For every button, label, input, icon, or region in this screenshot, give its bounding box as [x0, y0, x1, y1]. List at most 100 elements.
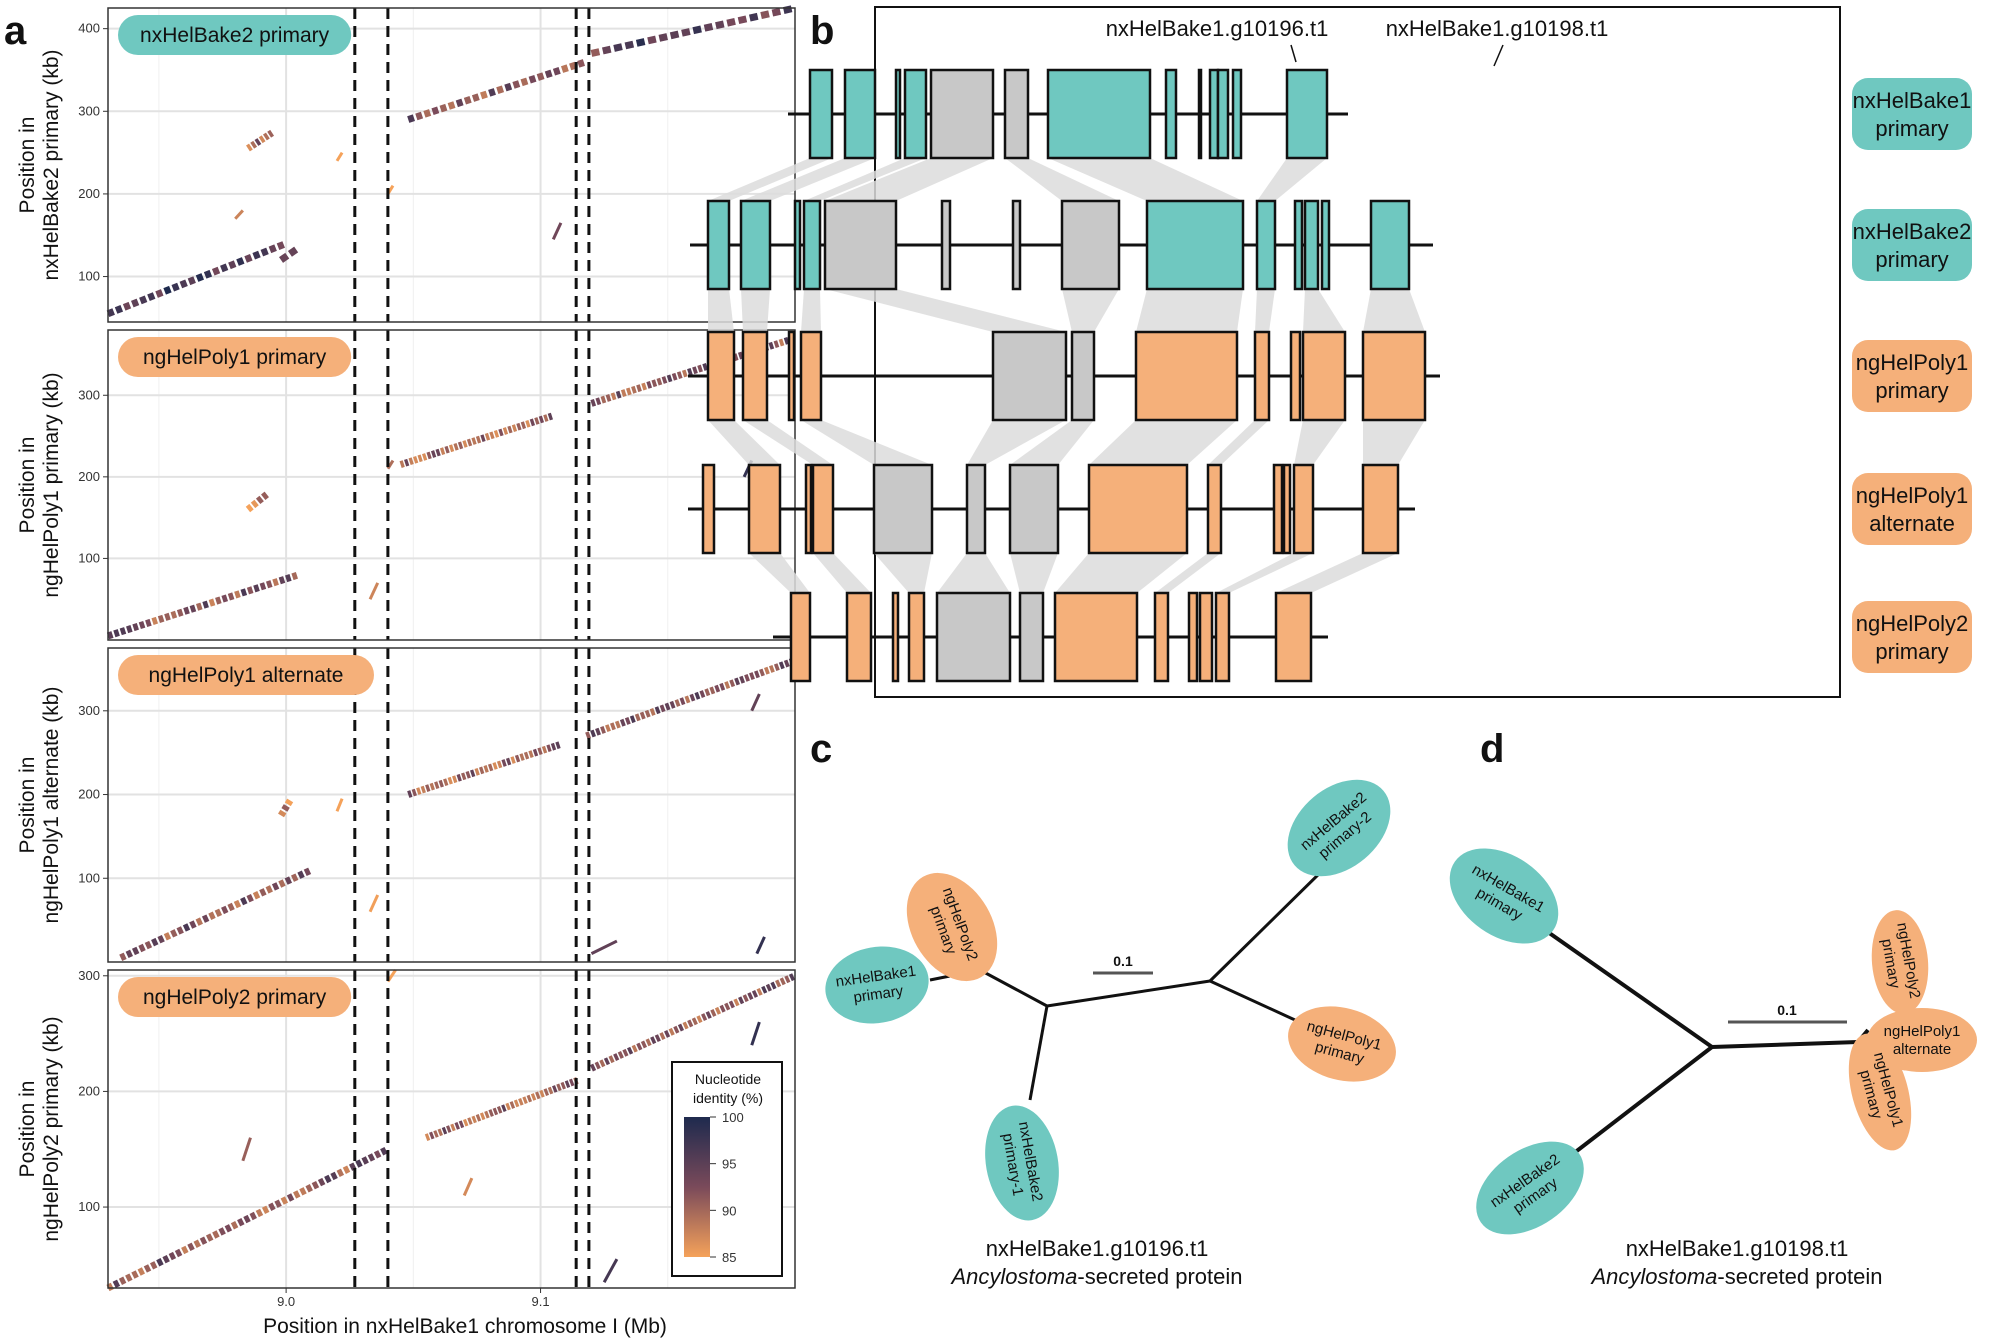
ortholog-link — [804, 158, 926, 201]
alignment-block — [773, 340, 780, 349]
alignment-block — [682, 1021, 689, 1030]
alignment-block — [439, 447, 446, 455]
alignment-block — [738, 996, 745, 1005]
alignment-block — [654, 1034, 661, 1043]
alignment-block — [702, 363, 709, 371]
alignment-block — [297, 870, 305, 879]
alignment-block — [424, 1133, 431, 1141]
alignment-block — [744, 673, 750, 682]
alignment-block — [373, 1150, 382, 1159]
legend-colorbar — [684, 1117, 710, 1257]
y-tick-label: 300 — [78, 387, 100, 402]
alignment-block — [260, 247, 269, 257]
facet-frame — [107, 969, 796, 1289]
tree-leaf: ngHelPoly2primary — [1871, 910, 1929, 1014]
leaf-blob — [1848, 1033, 1912, 1151]
exon — [1216, 68, 1230, 160]
scale-bar-label: 0.1 — [1777, 1002, 1797, 1018]
alignment-block — [551, 222, 563, 240]
alignment-block — [577, 59, 586, 68]
exon — [940, 199, 952, 291]
alignment-block — [444, 445, 450, 454]
alignment-block — [291, 572, 298, 581]
alignment-block — [625, 387, 632, 396]
alignment-block — [673, 1025, 680, 1034]
alignment-block — [203, 269, 213, 279]
ortholog-link — [937, 553, 1010, 593]
ortholog-link — [1294, 420, 1345, 465]
tree-branch — [1543, 928, 1714, 1049]
alignment-block — [684, 695, 691, 704]
alignment-block — [250, 499, 259, 509]
alignment-block — [252, 891, 261, 900]
alignment-block — [664, 1029, 671, 1038]
exon — [1087, 463, 1189, 555]
alignment-block — [484, 432, 491, 441]
alignment-block — [303, 867, 312, 877]
alignment-block — [534, 417, 540, 425]
exon — [1198, 591, 1214, 683]
alignment-block — [286, 1193, 295, 1202]
alignment-block — [715, 20, 725, 30]
alignment-block — [278, 576, 286, 585]
gene-label-pointer — [1290, 44, 1297, 63]
alignment-block — [547, 412, 553, 421]
alignment-block — [429, 782, 435, 791]
alignment-block — [600, 725, 606, 734]
alignment-block — [380, 1147, 388, 1156]
track-label: ngHelPoly1 — [1856, 483, 1969, 508]
ortholog-link — [1255, 289, 1275, 332]
alignment-block — [509, 1101, 516, 1109]
alignment-block — [664, 702, 671, 711]
alignment-block — [687, 367, 693, 376]
alignment-block — [233, 899, 242, 909]
panel-label-c: c — [810, 727, 832, 771]
alignment-block — [679, 697, 686, 706]
gene-label-pointer — [1493, 44, 1504, 67]
alignment-block — [714, 1006, 722, 1015]
exon — [1134, 330, 1239, 422]
alignment-block — [187, 1242, 195, 1252]
alignment-block — [261, 1205, 270, 1215]
exon — [789, 591, 812, 683]
alignment-block — [122, 301, 132, 311]
leaf-label-line: primary — [852, 982, 904, 1006]
y-axis-label: Position inngHelPoly1 primary (kb) — [16, 372, 63, 597]
exon — [706, 330, 736, 422]
tree-branch — [1046, 979, 1211, 1008]
alignment-block — [703, 23, 714, 32]
y-axis-label: Position inngHelPoly1 alternate (kb) — [16, 687, 63, 924]
alignment-block — [176, 608, 184, 617]
alignment-block — [496, 1105, 503, 1114]
alignment-block — [737, 15, 748, 25]
alignment-block — [305, 1184, 313, 1193]
exon — [1272, 463, 1284, 555]
alignment-block — [255, 495, 264, 505]
alignment-block — [143, 1264, 152, 1273]
alignment-block — [164, 612, 171, 621]
alignment-block — [636, 1042, 643, 1051]
alignment-block — [280, 1196, 289, 1205]
ortholog-link — [825, 289, 1066, 332]
alignment-block — [336, 1168, 345, 1178]
alignment-block — [195, 273, 205, 282]
alignment-block — [729, 679, 736, 688]
alignment-block — [420, 785, 426, 794]
alignment-block — [658, 33, 668, 42]
panel-label-a: a — [4, 9, 27, 53]
alignment-block — [640, 1040, 648, 1049]
alignment-block — [629, 715, 636, 724]
alignment-block — [520, 77, 529, 87]
alignment-block — [650, 1036, 657, 1045]
alignment-block — [433, 1130, 439, 1138]
alignment-block — [125, 1273, 133, 1282]
panel-b-gene-models: nxHelBake1primarynxHelBake2primaryngHelP… — [688, 6, 1972, 698]
alignment-block — [293, 1190, 301, 1199]
alignment-block — [726, 17, 736, 27]
alignment-block — [131, 1270, 139, 1279]
alignment-block — [624, 717, 631, 725]
alignment-block — [324, 1174, 332, 1184]
exon — [1282, 463, 1292, 555]
alignment-block — [613, 43, 623, 52]
